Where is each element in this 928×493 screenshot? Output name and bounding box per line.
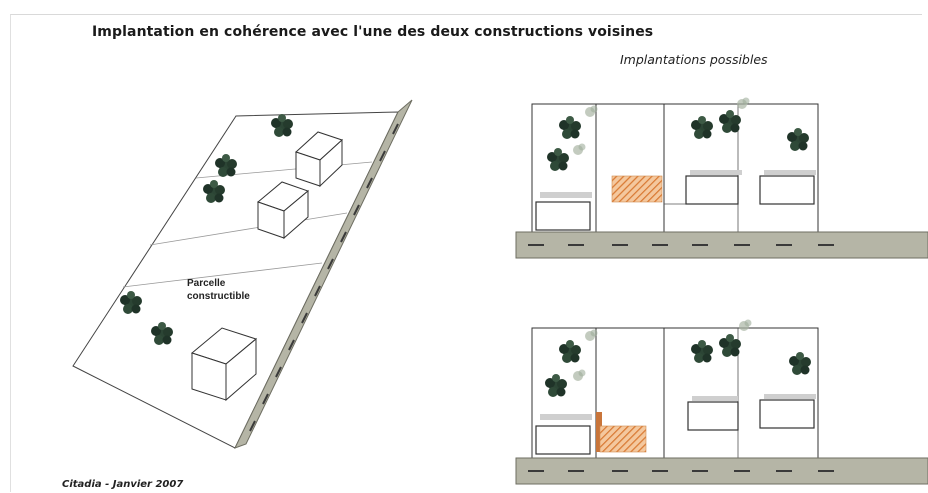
lot-line xyxy=(122,262,323,288)
building xyxy=(190,327,258,402)
possible-implantation-hatch xyxy=(611,175,663,203)
possible-implantation-hatch xyxy=(599,425,647,453)
building xyxy=(759,399,815,429)
parcel-label: Parcelle xyxy=(187,278,226,289)
building xyxy=(256,181,310,240)
plan-view-top xyxy=(515,97,928,259)
lot-line xyxy=(149,212,348,246)
subtitle-possible-implantations: Implantations possibles xyxy=(620,52,768,67)
building xyxy=(295,131,343,188)
building xyxy=(535,425,591,455)
building xyxy=(535,201,591,231)
building xyxy=(759,175,815,205)
building xyxy=(687,401,739,431)
parcel-label: constructible xyxy=(187,291,250,302)
credit-footer: Citadia - Janvier 2007 xyxy=(62,479,184,490)
lane-marks xyxy=(249,123,399,432)
diagram-frame xyxy=(10,14,922,492)
building xyxy=(685,175,739,205)
plan-view-bottom xyxy=(515,319,928,485)
road xyxy=(515,457,928,485)
perspective-view: Parcelle constructible xyxy=(72,99,413,449)
road xyxy=(515,231,928,259)
page-title: Implantation en cohérence avec l'une des… xyxy=(92,24,654,40)
